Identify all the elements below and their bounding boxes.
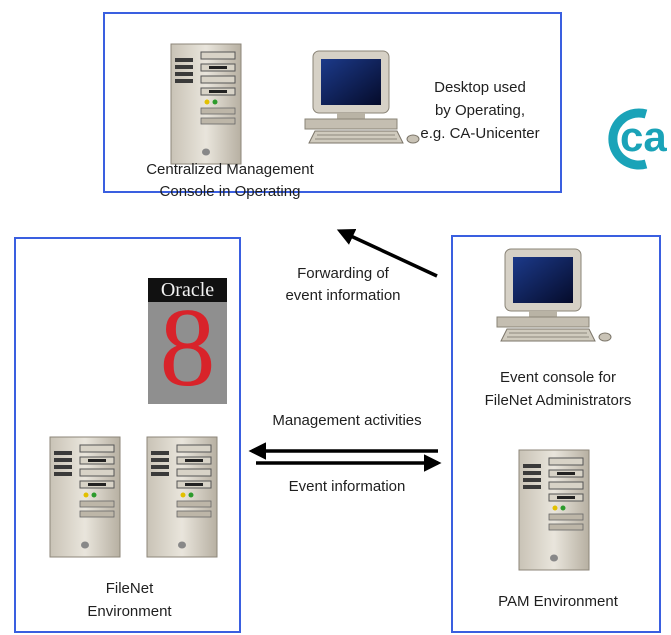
forwarding-label-line2: event information bbox=[285, 287, 401, 304]
desktop-label-line2: by Operating, bbox=[434, 102, 526, 119]
desktop-label-line1: Desktop used bbox=[434, 79, 526, 96]
console-label-line2: Console in Operating bbox=[159, 183, 301, 200]
event-console-label-line2: FileNet Administrators bbox=[484, 392, 632, 409]
oracle8-logo: Oracle 8 bbox=[148, 278, 227, 404]
oracle-version-number: 8 bbox=[159, 286, 216, 404]
pam-label: PAM Environment bbox=[498, 593, 618, 610]
ca-logo: ca bbox=[608, 106, 671, 170]
desktop-label-line3: e.g. CA-Unicenter bbox=[420, 125, 540, 142]
filenet-label-line1: FileNet bbox=[105, 580, 154, 597]
event-information-label: Event information bbox=[288, 478, 406, 495]
ca-logo-icon bbox=[608, 108, 648, 170]
filenet-environment-box: Oracle 8 FileNet Environment bbox=[14, 237, 241, 633]
management-activities-label: Management activities bbox=[272, 412, 422, 429]
forwarding-label-line1: Forwarding of bbox=[297, 265, 389, 282]
event-console-label-line1: Event console for bbox=[500, 369, 616, 386]
pam-environment-box: Event console for FileNet Administrators… bbox=[451, 235, 661, 633]
forwarding-arrow bbox=[336, 228, 438, 278]
filenet-label-line2: Environment bbox=[87, 603, 172, 620]
oracle-logo-text: Oracle bbox=[148, 278, 227, 302]
console-label-line1: Centralized Management bbox=[146, 161, 314, 178]
operating-console-box: Centralized Management Console in Operat… bbox=[103, 12, 562, 200]
ca-logo-text: ca bbox=[620, 113, 667, 160]
